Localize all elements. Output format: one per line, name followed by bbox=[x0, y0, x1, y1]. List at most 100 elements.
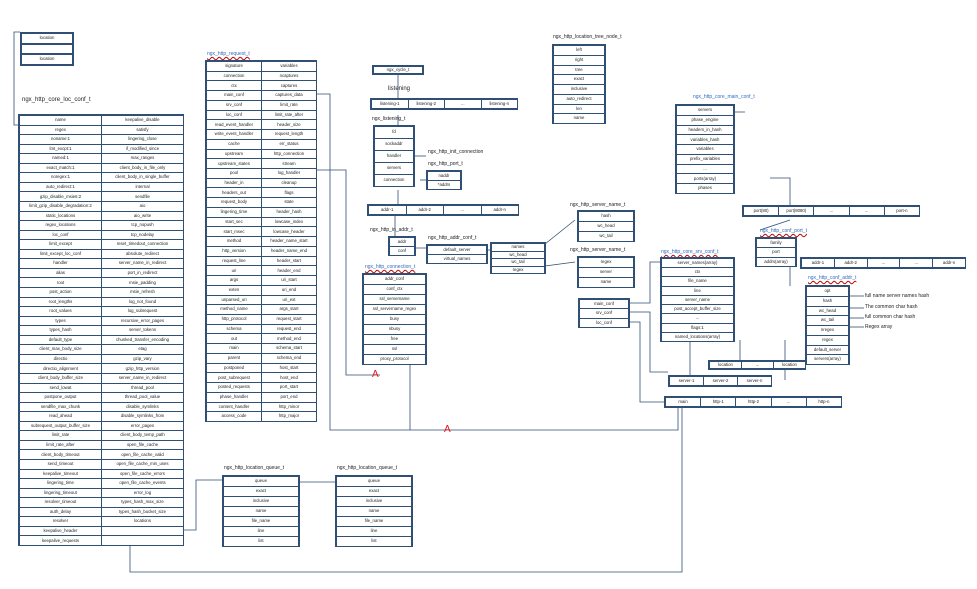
addr-item: ... bbox=[899, 258, 934, 268]
location-item: location bbox=[773, 361, 806, 369]
marker-a: A bbox=[444, 424, 451, 435]
addr-conf-title: ngx_http_addr_conf_t bbox=[428, 235, 477, 241]
location-stub: location location bbox=[20, 32, 74, 66]
listening-struct-title: ngx_listening_t bbox=[372, 116, 406, 122]
addr-item: addr-n bbox=[932, 258, 966, 268]
addr-item: addr-2 bbox=[833, 258, 868, 268]
server-name-top-title: ngx_http_server_name_t bbox=[570, 202, 626, 208]
addr-item: addr-n bbox=[480, 205, 519, 215]
port-item: port-n bbox=[883, 206, 920, 216]
in-addr-field: conf bbox=[389, 246, 415, 256]
port-field: *addrs bbox=[427, 180, 461, 190]
cycle-box: ngx_cycle_t bbox=[372, 65, 424, 75]
port-item: port(80) bbox=[743, 206, 780, 216]
listening-item: ... bbox=[444, 99, 482, 109]
tree-node-title: ngx_http_location_tree_node_t bbox=[553, 34, 622, 40]
queue-field: list bbox=[223, 536, 299, 547]
addr-item: addr-1 bbox=[368, 205, 407, 215]
core-loc-conf-field: keepalive_requests bbox=[19, 535, 102, 546]
location-stub-cell bbox=[21, 44, 73, 54]
port-item: port(8080) bbox=[778, 206, 815, 216]
location-stub-cell: location bbox=[21, 33, 73, 44]
port-item: ... bbox=[813, 206, 850, 216]
port-item: ... bbox=[848, 206, 885, 216]
request-field: http_major bbox=[261, 411, 317, 422]
virtual-names-field: regex bbox=[491, 265, 545, 274]
listening-field: connection bbox=[374, 174, 414, 187]
in-addr-title: ngx_http_in_addr_t bbox=[370, 227, 413, 233]
addr-item: addr-1 bbox=[801, 258, 835, 268]
hash-note: Regex array bbox=[865, 324, 893, 330]
queue-field: list bbox=[336, 536, 412, 547]
connection-field: proxy_protocol bbox=[363, 354, 426, 365]
hash-note: The common char hash bbox=[865, 304, 918, 310]
server-item: server-1 bbox=[669, 376, 704, 386]
port-row: port(80)port(8080)......port-n bbox=[742, 205, 920, 217]
listening-item: listening-n bbox=[480, 99, 518, 109]
core-loc-conf-title: ngx_http_core_loc_conf_t bbox=[22, 97, 91, 103]
conf-port-field: addrs(array) bbox=[756, 256, 796, 267]
addr-item: ... bbox=[866, 258, 901, 268]
http-item: http-2 bbox=[735, 397, 772, 407]
main-conf-title: ngx_http_core_main_conf_t bbox=[693, 94, 755, 100]
marker-a: A bbox=[372, 369, 379, 380]
conf-ctx-field: loc_conf bbox=[579, 317, 629, 328]
addr-item: addr-2 bbox=[405, 205, 444, 215]
location-item: ... bbox=[741, 361, 774, 369]
server-name-title: ngx_http_server_name_t bbox=[570, 247, 626, 253]
main-conf-field: phases bbox=[676, 183, 734, 194]
cycle-field: ngx_cycle_t bbox=[373, 66, 423, 74]
core-srv-conf-title: ngx_http_core_srv_conf_t bbox=[661, 249, 719, 255]
http-item: http-1 bbox=[700, 397, 737, 407]
core-loc-conf-field bbox=[101, 525, 184, 537]
listening-item: listening-2 bbox=[407, 99, 445, 109]
addr-item: ... bbox=[443, 205, 482, 215]
conf-port-title: ngx_http_conf_port_t bbox=[760, 228, 807, 234]
listening-item: listening-1 bbox=[371, 99, 409, 109]
location-stub-cell: location bbox=[21, 54, 73, 65]
addr-conf-field: virtual_names bbox=[427, 254, 487, 264]
port-struct: naddr*addrs bbox=[426, 170, 462, 190]
server-item: server-2 bbox=[703, 376, 738, 386]
http-item: main bbox=[665, 397, 702, 407]
queue-a-title: ngx_http_location_queue_t bbox=[224, 465, 285, 471]
request-title: ngx_http_request_t bbox=[207, 51, 250, 57]
http-item: ... bbox=[770, 397, 807, 407]
core-srv-conf-field: named_locations(array) bbox=[661, 331, 734, 342]
tree-node-field: name bbox=[553, 113, 605, 124]
server-name-field: wc_tail bbox=[578, 231, 634, 242]
hash-note: full name server names hash bbox=[865, 293, 930, 299]
server-item: server-n bbox=[737, 376, 772, 386]
hash-note: full common char hash bbox=[865, 314, 916, 320]
port-struct-title: ngx_http_port_t bbox=[428, 161, 463, 167]
http-item: http-n bbox=[805, 397, 842, 407]
server-name-field: name bbox=[578, 277, 634, 288]
listening-label: listening bbox=[388, 86, 411, 92]
request-field: access_code bbox=[206, 411, 262, 422]
conf-addr-title: ngx_http_conf_addr_t bbox=[808, 275, 857, 281]
location-row: location...location bbox=[708, 360, 806, 370]
